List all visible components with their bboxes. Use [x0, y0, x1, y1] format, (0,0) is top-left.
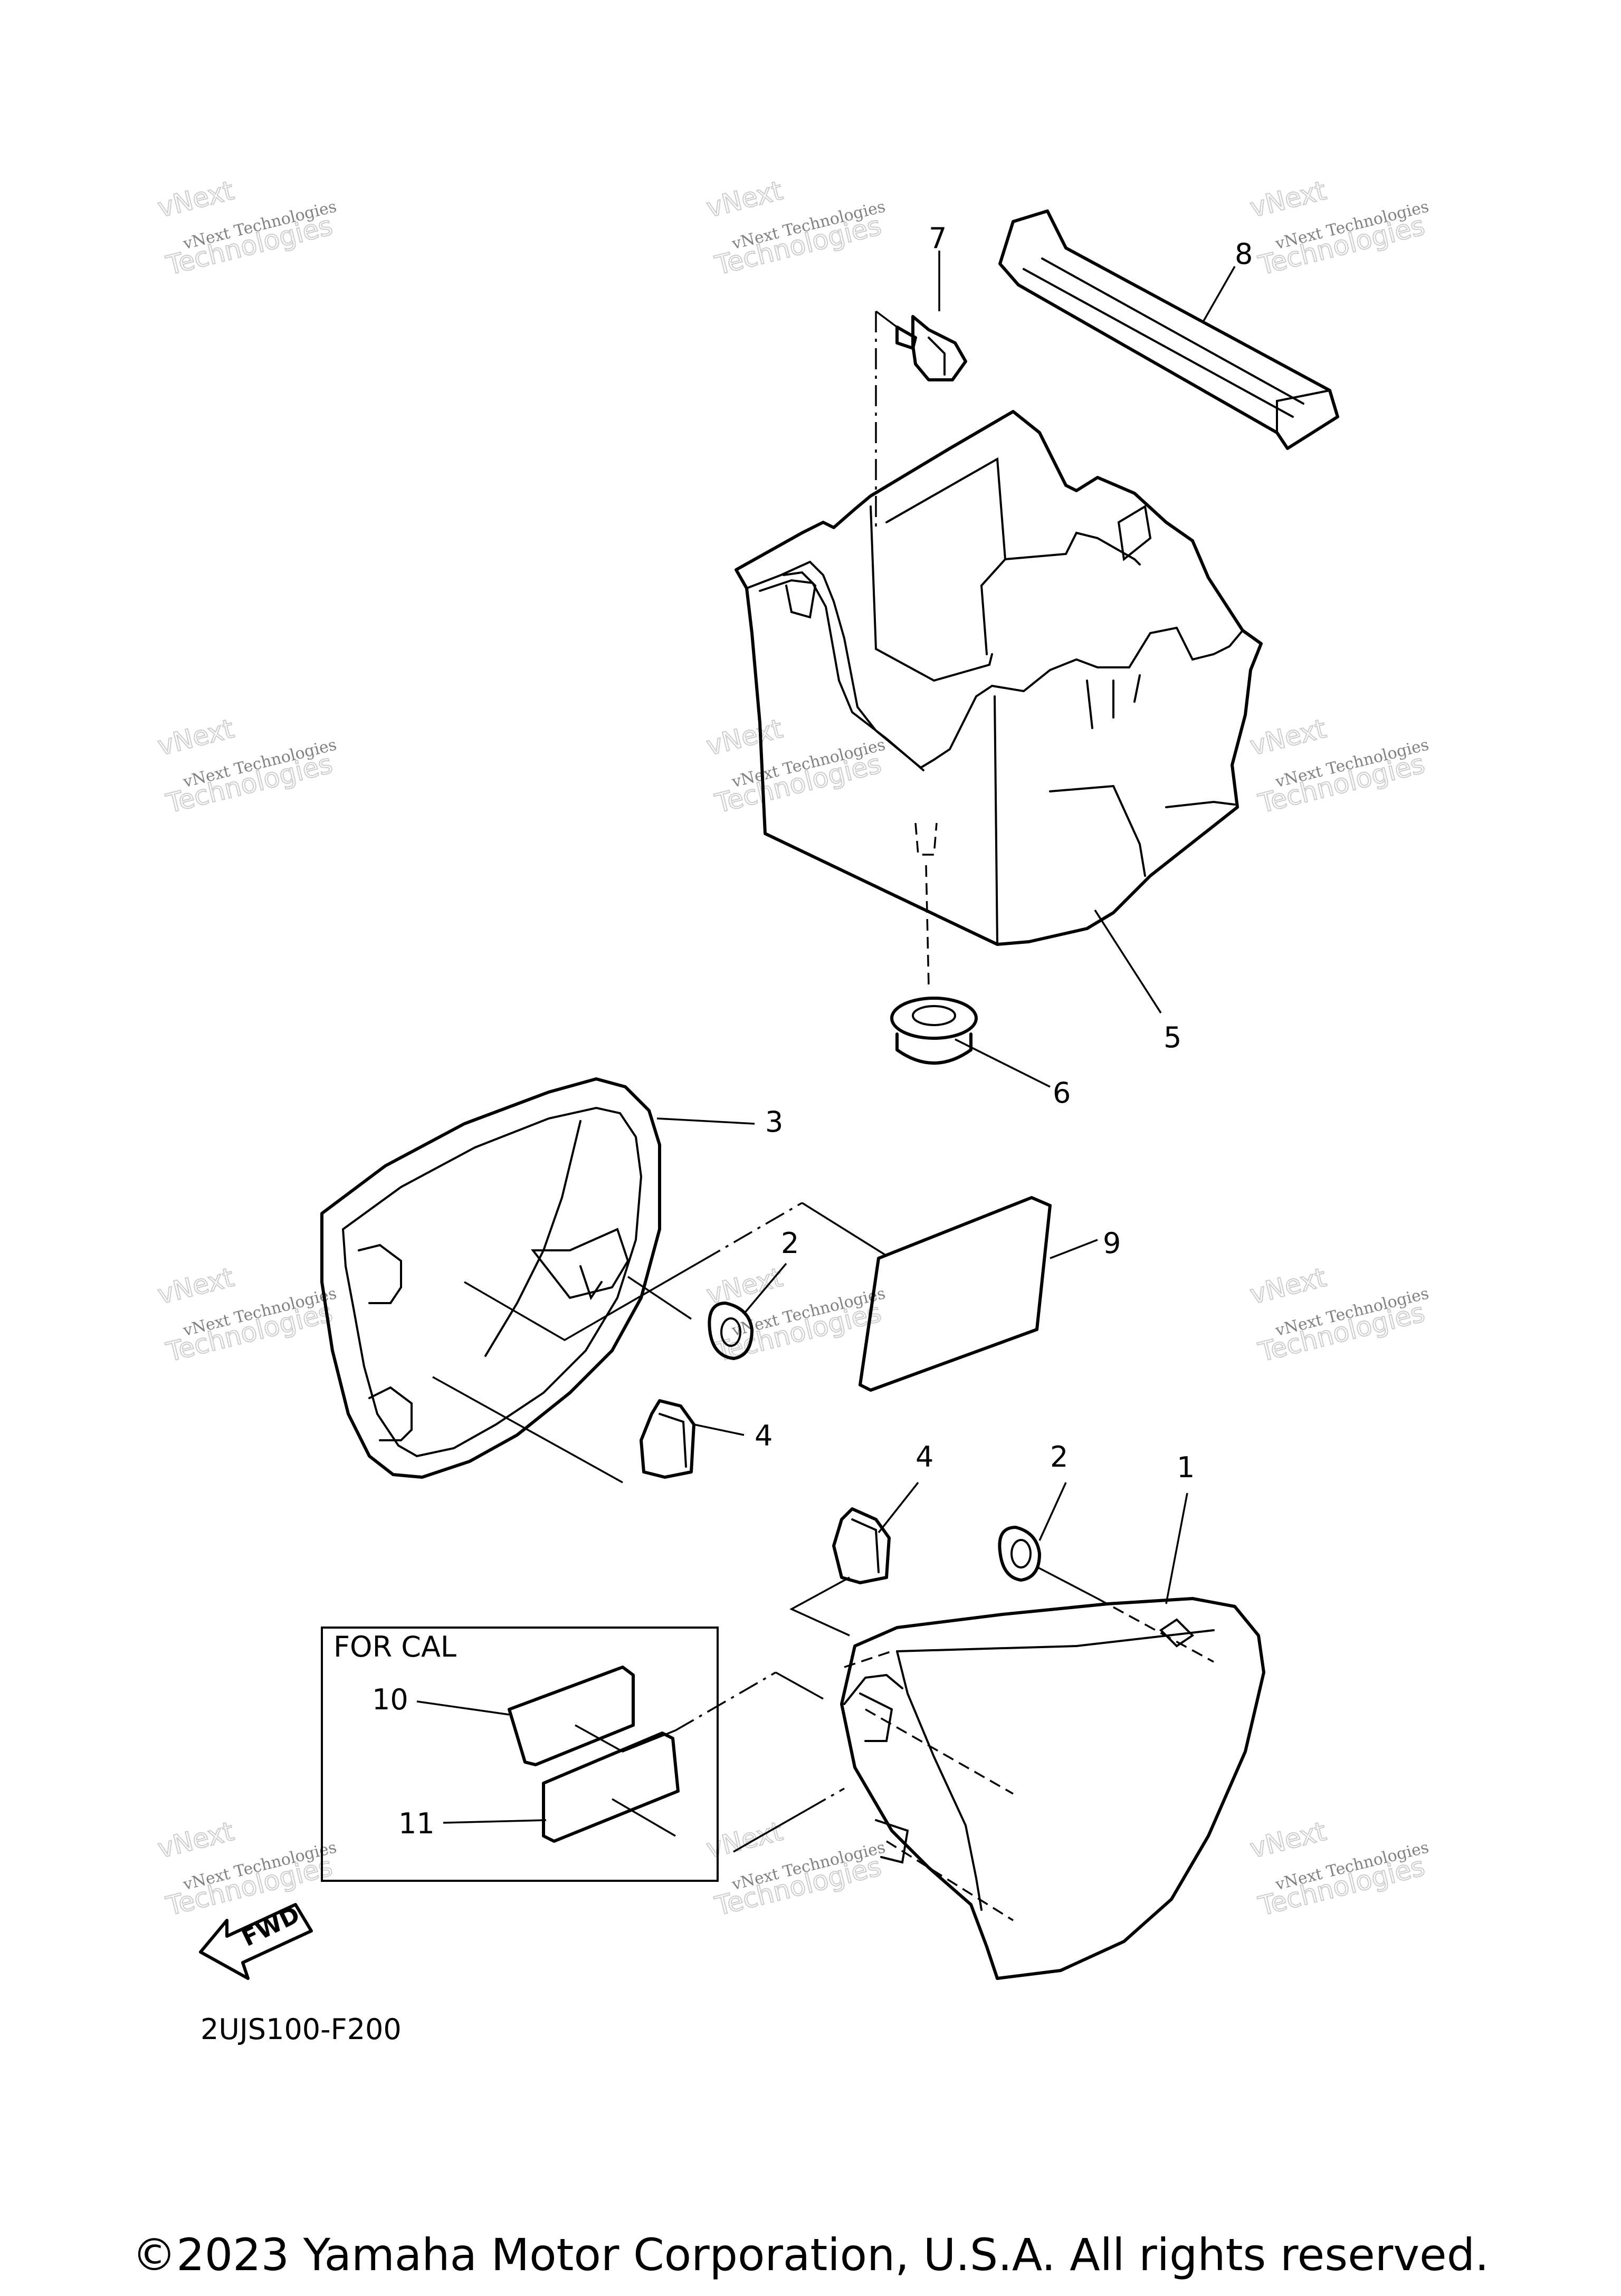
- callout-7: 7: [929, 222, 947, 255]
- watermark: vNext vNext Technologies Technologies: [154, 713, 338, 820]
- callout-3: 3: [765, 1105, 783, 1139]
- label-11: [542, 1731, 680, 1843]
- svg-text:vNext: vNext: [703, 1262, 786, 1310]
- fwd-arrow: FWD: [199, 1901, 313, 1980]
- fwd-label: FWD: [237, 1901, 304, 1952]
- watermark: vNext vNext Technologies Technologies: [1246, 1815, 1431, 1922]
- callout-10: 10: [372, 1683, 408, 1716]
- grommet-6: [890, 997, 978, 1065]
- side-cover-left: [320, 1077, 887, 1484]
- watermark: vNext vNext Technologies Technologies: [703, 175, 887, 282]
- svg-text:vNext: vNext: [155, 713, 237, 762]
- callout-5: 5: [1164, 1021, 1181, 1054]
- watermark: vNext vNext Technologies Technologies: [154, 175, 338, 282]
- callout-4-lower: 4: [916, 1440, 933, 1474]
- copyright-notice: ©2023 Yamaha Motor Corporation, U.S.A. A…: [132, 2229, 1489, 2281]
- svg-text:vNext: vNext: [155, 1816, 237, 1864]
- watermark: vNext vNext Technologies Technologies: [1246, 1261, 1431, 1369]
- svg-text:vNext: vNext: [155, 1262, 237, 1310]
- grommet-2-upper: [708, 1302, 754, 1360]
- callout-6: 6: [1053, 1076, 1071, 1109]
- watermark: vNext vNext Technologies Technologies: [154, 1815, 338, 1922]
- svg-text:vNext: vNext: [1247, 1816, 1329, 1864]
- inset-label: FOR CAL: [333, 1630, 456, 1663]
- callouts: 1 2 2 3 4 4 5 6 7 8 9 10 11: [372, 222, 1253, 1840]
- svg-text:vNext: vNext: [703, 713, 786, 762]
- callout-8: 8: [1235, 237, 1253, 271]
- leader-lines: [416, 251, 1236, 1824]
- label-9: [859, 1196, 1052, 1392]
- svg-text:vNext: vNext: [1247, 713, 1329, 762]
- damper-4-upper: [640, 1399, 695, 1479]
- callout-2-lower: 2: [1050, 1440, 1068, 1474]
- watermark: vNext vNext Technologies Technologies: [703, 1815, 887, 1922]
- svg-text:vNext: vNext: [703, 1816, 786, 1864]
- svg-text:vNext: vNext: [703, 175, 786, 224]
- callout-2-upper: 2: [781, 1227, 799, 1260]
- for-cal-inset: FOR CAL: [321, 1627, 845, 1882]
- battery-band: [998, 209, 1339, 450]
- svg-text:vNext: vNext: [1247, 175, 1329, 224]
- damper-4-lower: [789, 1507, 891, 1637]
- watermark: vNext vNext Technologies Technologies: [1246, 175, 1431, 282]
- callout-1: 1: [1177, 1451, 1195, 1484]
- diagram-code: 2UJS100-F200: [201, 2013, 402, 2046]
- watermark: vNext vNext Technologies Technologies: [703, 713, 887, 820]
- label-10: [508, 1666, 635, 1766]
- callout-4-upper: 4: [755, 1419, 773, 1452]
- bolt: [895, 315, 967, 381]
- callout-9: 9: [1103, 1227, 1121, 1260]
- watermark: vNext vNext Technologies Technologies: [1246, 713, 1431, 820]
- watermark: vNext vNext Technologies Technologies: [154, 1261, 338, 1369]
- svg-text:vNext: vNext: [1247, 1262, 1329, 1310]
- battery-box: [735, 410, 1263, 987]
- side-cover-right: [840, 1597, 1265, 1980]
- svg-text:vNext: vNext: [155, 175, 237, 224]
- callout-11: 11: [398, 1807, 435, 1840]
- grommet-2-lower: [998, 1526, 1214, 1663]
